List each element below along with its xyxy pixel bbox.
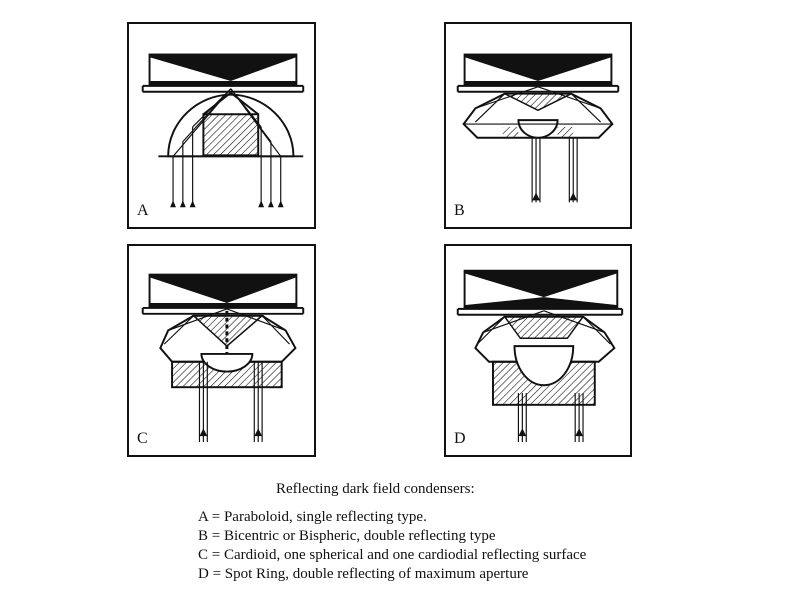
cardioid-condenser-drawing (141, 273, 305, 443)
legend-list: A = Paraboloid, single reflecting type. … (198, 508, 586, 584)
panel-label: D (454, 430, 466, 447)
diagram-panel-a: A (127, 22, 316, 229)
panel-label: B (454, 202, 465, 219)
legend-item-a: A = Paraboloid, single reflecting type. (198, 509, 427, 525)
panel-label: A (137, 202, 149, 219)
diagram-panel-b: B (444, 22, 632, 229)
diagram-panel-d: D (444, 244, 632, 457)
paraboloid-condenser-drawing (141, 53, 305, 208)
caption-title: Reflecting dark field condensers: (276, 481, 475, 497)
legend-item-b: B = Bicentric or Bispheric, double refle… (198, 528, 496, 544)
diagram-panel-c: C (127, 244, 316, 457)
bicentric-condenser-drawing (456, 53, 620, 203)
legend-item-c: C = Cardioid, one spherical and one card… (198, 547, 587, 563)
spot-ring-condenser-drawing (456, 269, 624, 443)
legend-item-d: D = Spot Ring, double reflecting of maxi… (198, 566, 529, 582)
panel-label: C (137, 430, 148, 447)
